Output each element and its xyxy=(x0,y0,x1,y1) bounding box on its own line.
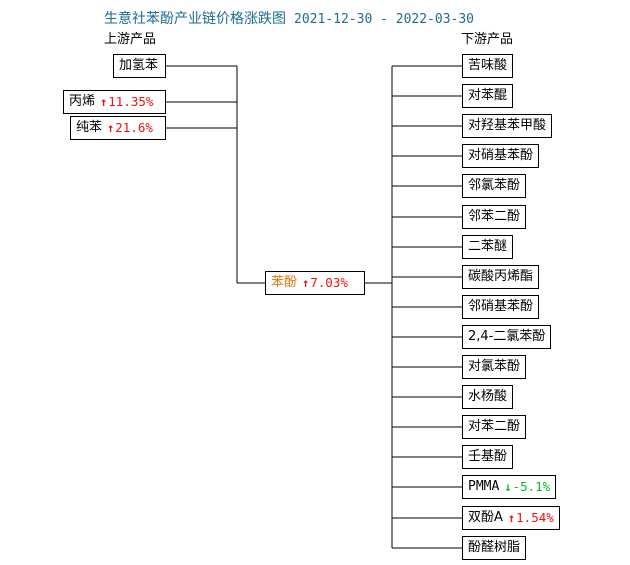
node-label: PMMA xyxy=(468,479,500,494)
downstream-node-2[interactable]: 对苯醌 xyxy=(462,84,514,108)
node-label: 丙烯 xyxy=(69,94,96,109)
node-label: 苯酚 xyxy=(271,275,298,290)
node-label: 加氢苯 xyxy=(119,58,159,73)
upstream-column-header: 上游产品 xyxy=(104,32,157,47)
center-node-phenol[interactable]: 苯酚 ↑7.03% xyxy=(265,271,365,295)
downstream-node-4[interactable]: 对硝基苯酚 xyxy=(462,144,540,168)
downstream-column-header: 下游产品 xyxy=(461,32,514,47)
title-text: 生意社苯酚产业链价格涨跌图 xyxy=(104,11,286,27)
arrow-down-icon: ↓ xyxy=(504,480,512,494)
node-label: 碳酸丙烯酯 xyxy=(468,269,534,284)
node-label: 水杨酸 xyxy=(468,389,508,404)
node-label: 对羟基苯甲酸 xyxy=(468,118,547,133)
node-label: 对硝基苯酚 xyxy=(468,148,534,163)
node-change-value: ↑7.03% xyxy=(302,275,348,290)
node-change-value: ↑11.35% xyxy=(100,94,154,109)
downstream-node-12[interactable]: 水杨酸 xyxy=(462,385,514,409)
downstream-node-14[interactable]: 壬基酚 xyxy=(462,445,514,469)
title-date-range: 2021-12-30 - 2022-03-30 xyxy=(294,12,475,27)
downstream-node-3[interactable]: 对羟基苯甲酸 xyxy=(462,114,553,138)
downstream-node-7[interactable]: 二苯醚 xyxy=(462,235,514,259)
node-label: 对苯二酚 xyxy=(468,419,521,434)
node-label: 对苯醌 xyxy=(468,88,508,103)
downstream-node-6[interactable]: 邻苯二酚 xyxy=(462,205,527,229)
node-change-value: ↑21.6% xyxy=(107,120,153,135)
downstream-node-16[interactable]: 双酚A ↑1.54% xyxy=(462,506,560,530)
downstream-node-15[interactable]: PMMA ↓-5.1% xyxy=(462,475,557,499)
downstream-node-1[interactable]: 苦味酸 xyxy=(462,54,514,78)
upstream-node-2[interactable]: 丙烯 ↑11.35% xyxy=(63,90,166,114)
node-label: 壬基酚 xyxy=(468,449,508,464)
node-label: 邻苯二酚 xyxy=(468,209,521,224)
node-label: 邻氯苯酚 xyxy=(468,178,521,193)
downstream-node-13[interactable]: 对苯二酚 xyxy=(462,415,527,439)
downstream-node-10[interactable]: 2,4-二氯苯酚 xyxy=(462,325,552,349)
node-label: 双酚A xyxy=(468,510,503,525)
arrow-up-icon: ↑ xyxy=(107,121,115,135)
node-label: 苦味酸 xyxy=(468,58,508,73)
page-title: 生意社苯酚产业链价格涨跌图 2021-12-30 - 2022-03-30 xyxy=(104,8,474,28)
downstream-node-5[interactable]: 邻氯苯酚 xyxy=(462,174,527,198)
arrow-up-icon: ↑ xyxy=(507,511,516,525)
node-label: 纯苯 xyxy=(76,120,103,135)
downstream-node-9[interactable]: 邻硝基苯酚 xyxy=(462,295,540,319)
arrow-up-icon: ↑ xyxy=(302,276,310,290)
upstream-node-1[interactable]: 加氢苯 xyxy=(113,54,166,78)
node-change-value: ↓-5.1% xyxy=(504,479,551,494)
node-label: 酚醛树脂 xyxy=(468,540,521,555)
downstream-node-8[interactable]: 碳酸丙烯酯 xyxy=(462,265,540,289)
node-label: 二苯醚 xyxy=(468,239,508,254)
node-label: 对氯苯酚 xyxy=(468,359,521,374)
downstream-node-11[interactable]: 对氯苯酚 xyxy=(462,355,527,379)
node-label: 邻硝基苯酚 xyxy=(468,299,534,314)
arrow-up-icon: ↑ xyxy=(100,95,108,109)
upstream-node-3[interactable]: 纯苯 ↑21.6% xyxy=(70,116,166,140)
downstream-node-17[interactable]: 酚醛树脂 xyxy=(462,536,527,560)
node-label: 2,4-二氯苯酚 xyxy=(468,329,546,344)
node-change-value: ↑1.54% xyxy=(507,510,554,525)
